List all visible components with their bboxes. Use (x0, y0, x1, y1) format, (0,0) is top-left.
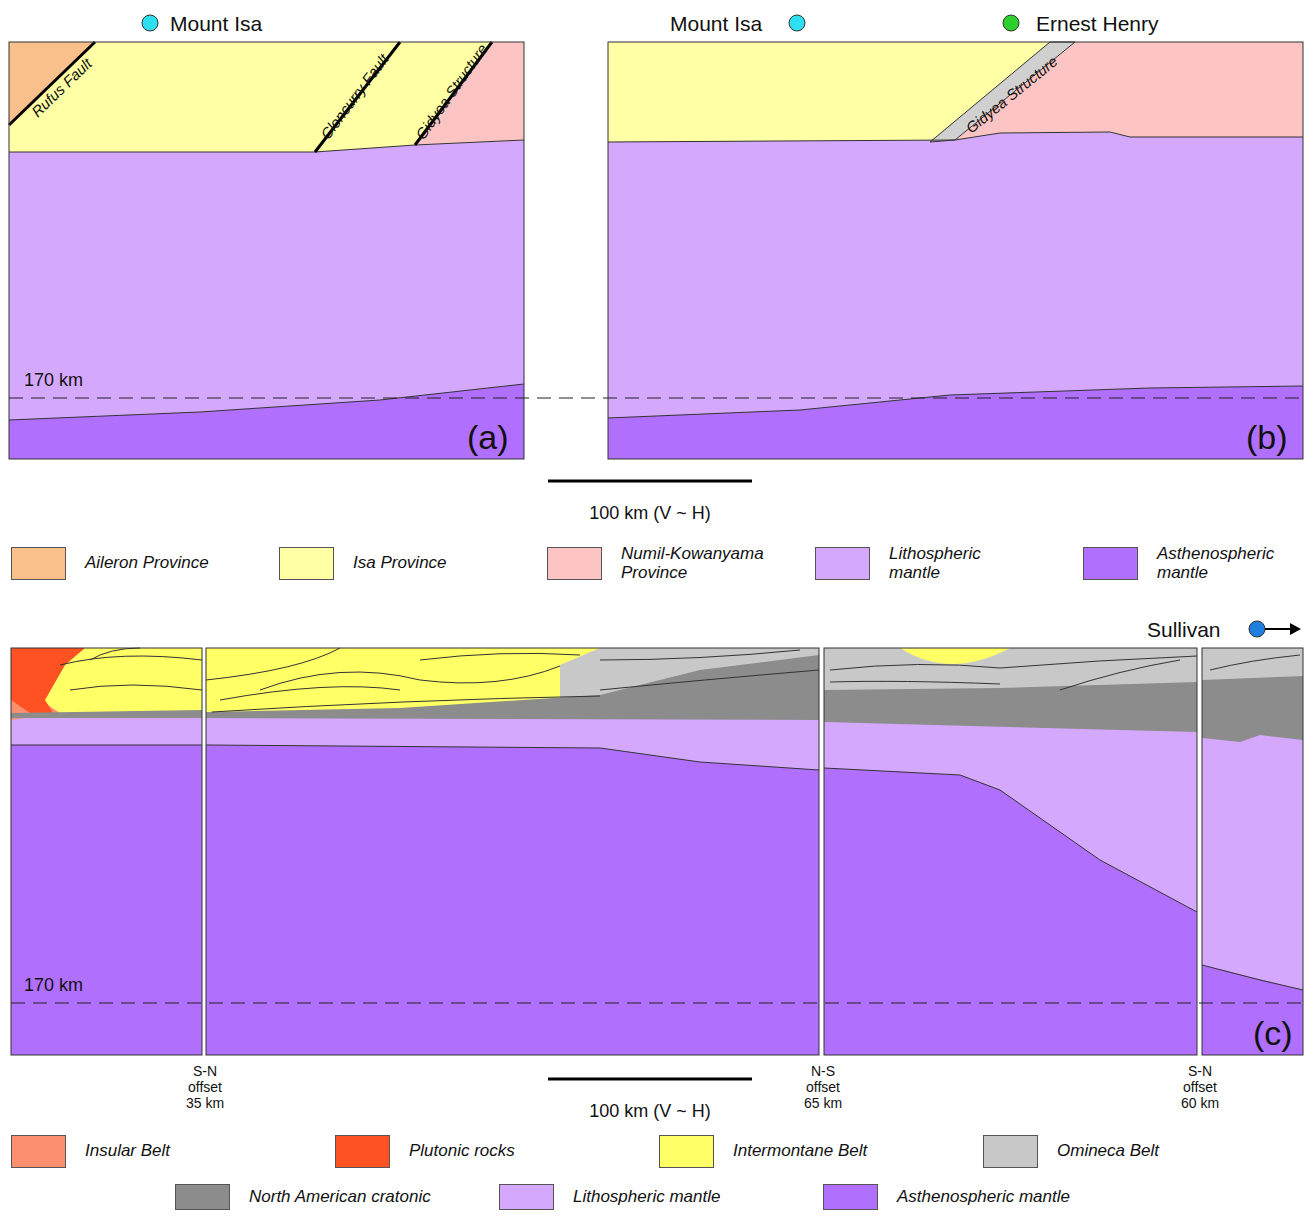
map-label: (a) (467, 419, 509, 456)
map-label: 100 km (V ~ H) (589, 1102, 711, 1122)
legend-text: Intermontane Belt (733, 1142, 867, 1161)
legend-swatch (815, 547, 870, 580)
map-label: S-N offset 60 km (1174, 1063, 1226, 1111)
map-label: Mount Isa (170, 12, 262, 35)
legend-swatch (279, 547, 334, 580)
map-label: Ernest Henry (1036, 12, 1159, 35)
legend-swatch (1083, 547, 1138, 580)
map-label: 170 km (24, 371, 83, 391)
legend-text: Plutonic rocks (409, 1142, 515, 1161)
map-label: (b) (1246, 419, 1288, 456)
legend-text: Isa Province (353, 554, 447, 573)
legend-text: Numil-Kowanyama Province (621, 545, 771, 582)
map-label: S-N offset 35 km (179, 1063, 231, 1111)
panel-c (11, 648, 1303, 1055)
panel-a (9, 42, 524, 459)
legend-swatch (659, 1135, 714, 1168)
legend-swatch (175, 1184, 230, 1210)
map-label: Mount Isa (670, 12, 762, 35)
legend-swatch (499, 1184, 554, 1210)
map-label: Sullivan (1147, 618, 1221, 641)
panel-b (608, 42, 1303, 459)
legend-swatch (983, 1135, 1038, 1168)
legend-text: Lithospheric mantle (573, 1188, 720, 1207)
map-label: 170 km (24, 976, 83, 996)
legend-swatch (547, 547, 602, 580)
legend-text: Insular Belt (85, 1142, 170, 1161)
map-label: (c) (1253, 1015, 1293, 1052)
legend-text: Aileron Province (85, 554, 209, 573)
legend-text: Lithospheric mantle (889, 545, 1019, 582)
legend-swatch (335, 1135, 390, 1168)
map-label: 100 km (V ~ H) (589, 504, 711, 524)
map-label: N-S offset 65 km (797, 1063, 849, 1111)
legend-swatch (11, 1135, 66, 1168)
legend-text: North American cratonic (249, 1188, 431, 1207)
legend-text: Asthenospheric mantle (1157, 545, 1309, 582)
legend-swatch (11, 547, 66, 580)
legend-text: Omineca Belt (1057, 1142, 1159, 1161)
legend-text: Asthenospheric mantle (897, 1188, 1070, 1207)
legend-swatch (823, 1184, 878, 1210)
